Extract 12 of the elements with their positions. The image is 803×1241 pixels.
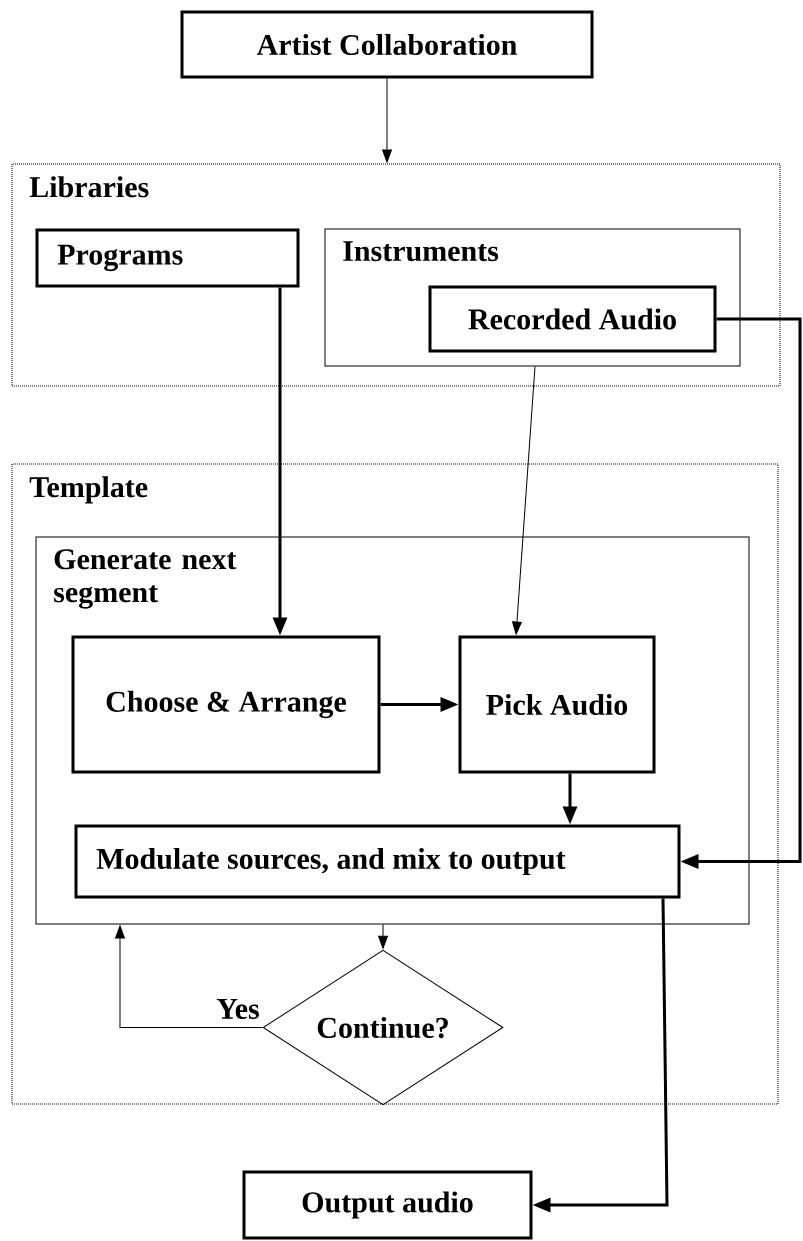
process-box: Programs — [35, 228, 300, 288]
process-box: Choose & Arrange — [71, 635, 381, 774]
arrow — [115, 925, 263, 1028]
arrow — [378, 924, 388, 949]
process-box: Pick Audio — [458, 635, 656, 774]
process-box: Output audio — [242, 1170, 533, 1240]
process-box: Modulate sources, and mix to output — [74, 824, 681, 899]
process-box: Artist Collaboration — [180, 10, 594, 79]
arrow — [382, 78, 392, 163]
process-box: Recorded Audio — [428, 285, 717, 353]
edge-label: Yes — [215, 998, 261, 1020]
arrow — [512, 366, 536, 635]
